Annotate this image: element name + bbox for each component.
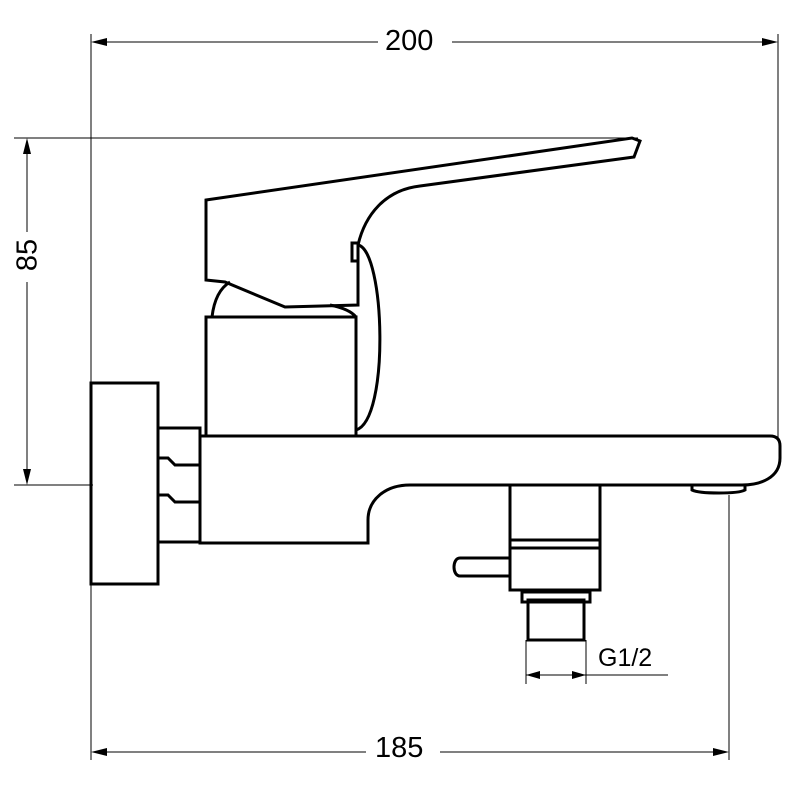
dim-thread-arrow-right <box>572 671 586 679</box>
dim-left-arrow-top <box>23 138 31 154</box>
dimension-lines <box>14 34 779 760</box>
cartridge-housing <box>204 315 358 438</box>
dim-bottom-arrow-right <box>713 748 729 756</box>
hex-connector <box>158 426 202 544</box>
wall-flange <box>89 381 160 586</box>
lever-indicator <box>350 241 360 263</box>
dimension-label-width: 200 <box>385 25 434 57</box>
dim-top-arrow-left <box>91 38 107 46</box>
lever-back-curve <box>355 243 382 432</box>
dim-top-arrow-right <box>762 38 778 46</box>
dim-left-arrow-bottom <box>23 469 31 485</box>
dim-thread-arrow-left <box>526 671 540 679</box>
aerator <box>690 485 747 495</box>
shower-connector-nut <box>520 590 592 604</box>
cartridge-dome <box>210 280 358 318</box>
dimension-label-projection: 185 <box>375 732 424 764</box>
faucet-body <box>89 136 782 642</box>
lever-handle <box>204 136 642 309</box>
shower-connector <box>526 598 586 642</box>
dimension-label-height: 85 <box>11 238 44 272</box>
diverter-knob <box>452 556 510 578</box>
dim-bottom-arrow-left <box>91 748 107 756</box>
diverter-block <box>508 485 602 592</box>
spout-body <box>198 434 782 545</box>
dimension-label-thread: G1/2 <box>598 644 653 672</box>
